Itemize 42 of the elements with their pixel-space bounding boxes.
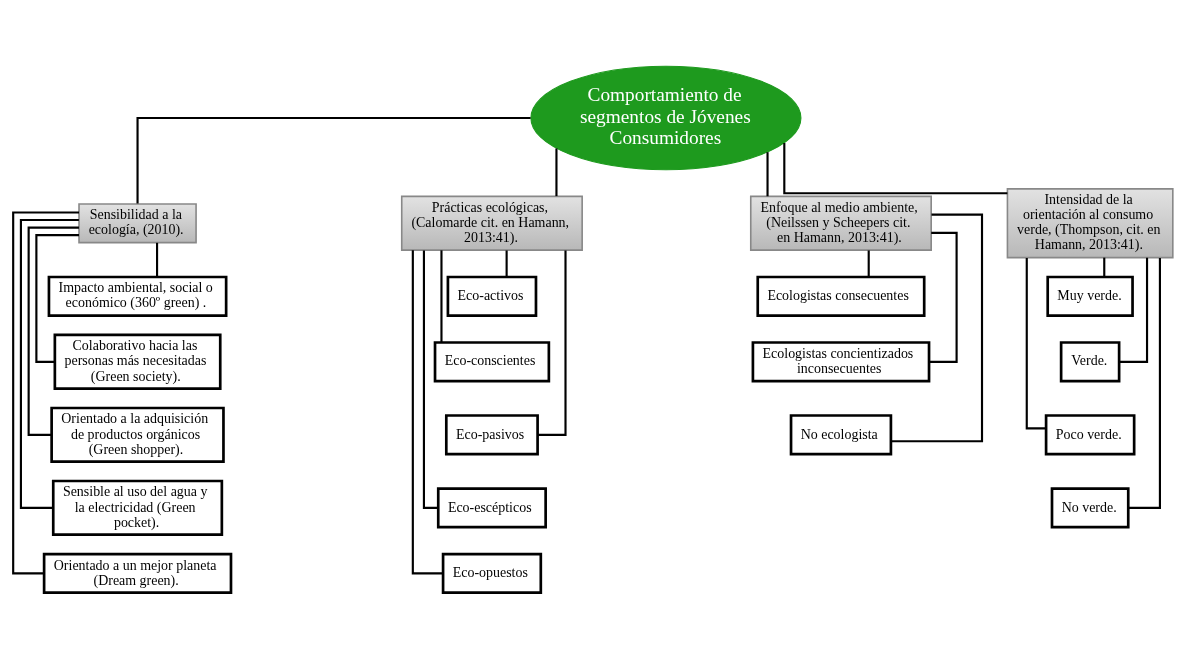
connector — [440, 249, 443, 342]
connector — [555, 147, 558, 196]
connector — [19, 218, 79, 509]
node-box: Impacto ambiental, social o económico (360º green) . — [47, 275, 228, 317]
node-box: Ecologistas consecuentes — [756, 275, 926, 317]
node-box: Eco-opuestos — [441, 552, 543, 594]
node-box: Eco-conscientes — [433, 340, 551, 382]
node-box: Sensible al uso del agua y la electricidad (Green pocket). — [51, 479, 224, 536]
node-box: Ecologistas concientizados inconsecuentes — [751, 340, 931, 382]
connector — [766, 151, 769, 196]
node-box: Prácticas ecológicas, (Calomarde cit. en Hamann, 2013:41). — [400, 195, 583, 251]
node-box: Eco-escépticos — [436, 486, 547, 529]
node-box: Eco-pasivos — [444, 413, 539, 455]
connector — [12, 210, 79, 574]
connector — [783, 142, 1008, 194]
connector — [411, 249, 443, 574]
node-box: Intensidad de la orientación al consumo verde, (Thompson, cit. en Hamann, 2013:41). — [1006, 187, 1174, 258]
node-box: No verde. — [1050, 486, 1130, 529]
node-box: Orientado a la adquisición de productos orgánicos (Green shopper). — [50, 406, 225, 463]
node-box: Eco-activos — [446, 275, 538, 317]
connector — [505, 249, 508, 277]
node-box: Verde. — [1059, 340, 1121, 382]
connector — [136, 116, 531, 203]
connector — [1128, 257, 1161, 509]
node-ellipse: Comportamiento de segmentos de Jóvenes Consumidores — [530, 65, 802, 170]
node-box: Muy verde. — [1046, 275, 1134, 317]
connector — [27, 226, 79, 436]
connector — [1103, 257, 1106, 277]
connector — [929, 231, 958, 363]
connector — [891, 213, 984, 442]
node-box: Poco verde. — [1044, 413, 1136, 455]
connector — [35, 233, 79, 363]
connector — [422, 250, 438, 509]
connector — [537, 250, 567, 436]
node-box: Orientado a un mejor planeta (Dream green). — [42, 552, 233, 594]
node-box: No ecologista — [789, 413, 893, 455]
node-box: Sensibilidad a la ecología, (2010). — [78, 202, 197, 243]
node-box: Enfoque al medio ambiente, (Neilssen y Scheepers cit. en Hamann, 2013:41). — [749, 195, 932, 251]
node-box: Colaborativo hacia las personas más necesitadas (Green society). — [53, 333, 222, 390]
connector — [156, 242, 159, 277]
connector — [867, 249, 870, 277]
connector — [1119, 257, 1149, 363]
